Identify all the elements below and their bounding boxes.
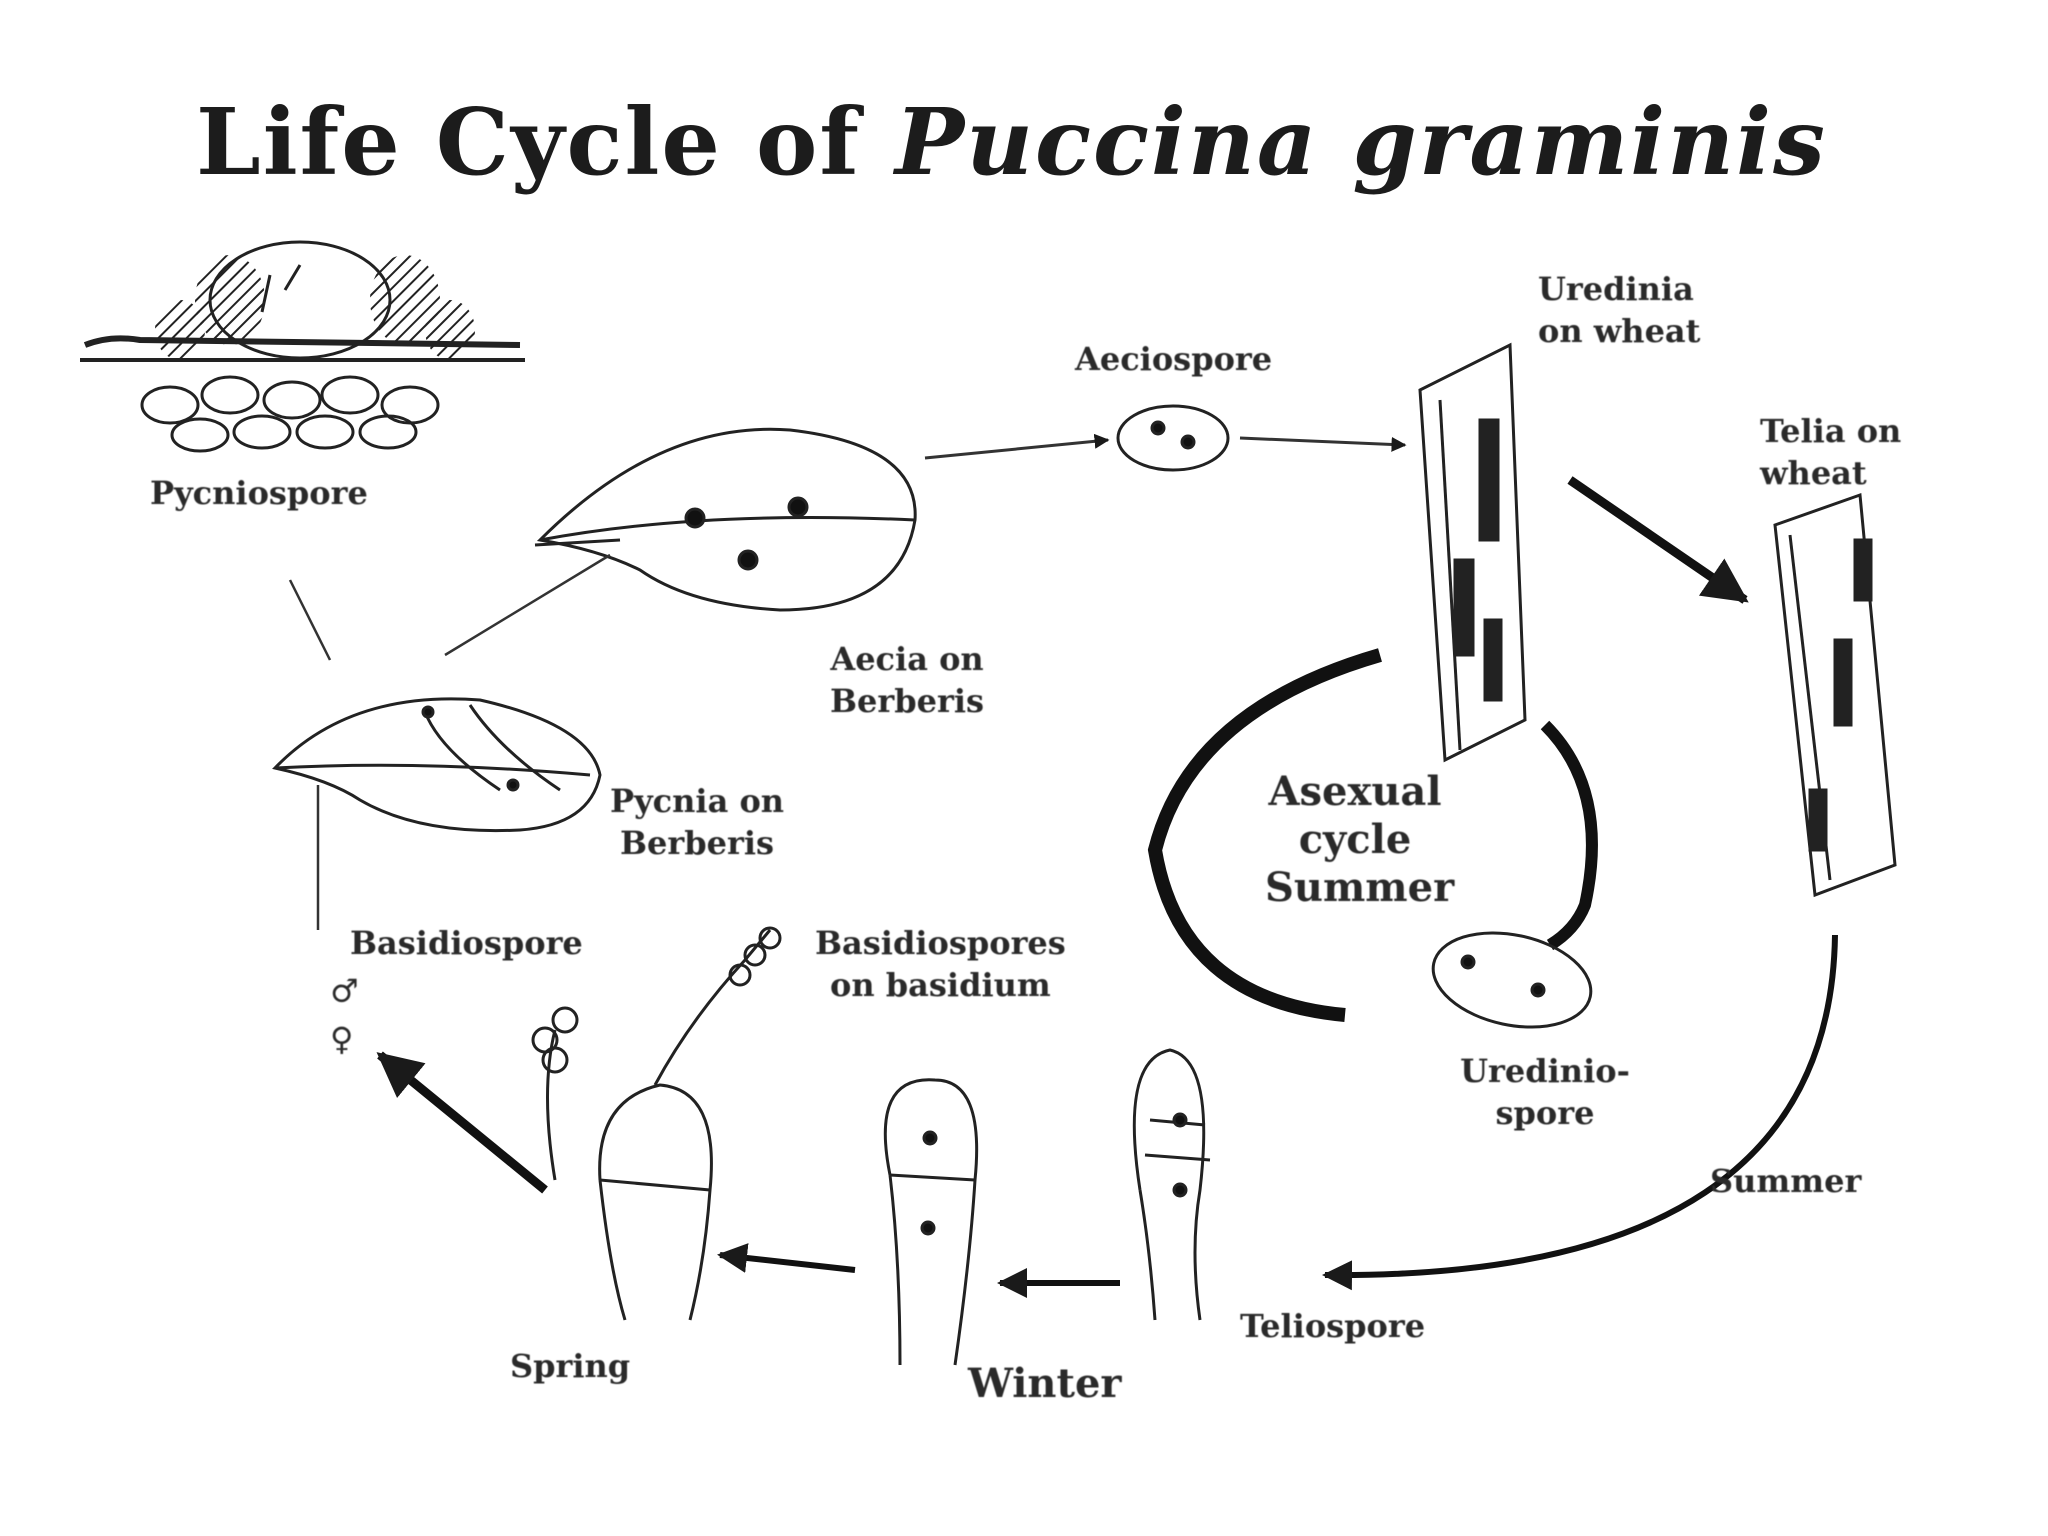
label-telia-line1: Telia on bbox=[1760, 412, 1902, 450]
label-pycnia-line2: Berberis bbox=[620, 824, 775, 862]
label-pycniospore: Pycniospore bbox=[150, 474, 368, 512]
winter-spore-illustration bbox=[883, 1078, 979, 1366]
label-basidiospores-on-basidium: Basidiospores on basidium bbox=[815, 922, 1066, 1006]
summer-arc bbox=[1322, 934, 1838, 1291]
label-basidiospores-line1: Basidiospores bbox=[815, 924, 1066, 962]
label-uredinia-line1: Uredinia bbox=[1538, 270, 1694, 308]
urediniospore-illustration bbox=[1431, 931, 1593, 1029]
label-asexual-line3: Summer bbox=[1265, 864, 1455, 911]
label-uredinia-line2: on wheat bbox=[1538, 312, 1701, 350]
label-telia-line2: wheat bbox=[1760, 454, 1867, 492]
label-pycnia-on-berberis: Pycnia on Berberis bbox=[610, 780, 784, 864]
label-female-symbol: ♀ bbox=[330, 1020, 354, 1058]
label-aeciospore: Aeciospore bbox=[1075, 340, 1273, 378]
label-pycnia-line1: Pycnia on bbox=[610, 782, 785, 820]
label-basidiospore: Basidiospore bbox=[350, 924, 583, 962]
label-male-symbol: ♂ bbox=[330, 972, 359, 1010]
spring-spore-illustration bbox=[531, 926, 782, 1321]
label-uredinia-on-wheat: Uredinia on wheat bbox=[1538, 268, 1700, 352]
pycnium-section-illustration bbox=[80, 240, 525, 453]
label-asexual-cycle: Asexual cycle Summer bbox=[1265, 768, 1455, 912]
label-asexual-line1: Asexual bbox=[1268, 768, 1442, 815]
aeciospore-illustration bbox=[1116, 404, 1230, 472]
label-telia-on-wheat: Telia on wheat bbox=[1760, 410, 1901, 494]
label-winter: Winter bbox=[968, 1360, 1122, 1407]
uredinia-wheat-stem bbox=[1418, 342, 1527, 763]
label-urediniospore-line1: Urediniо- bbox=[1460, 1052, 1630, 1090]
label-aecia-line2: Berberis bbox=[830, 682, 985, 720]
telia-wheat-stem bbox=[1773, 492, 1897, 898]
asexual-cycle-arc bbox=[1147, 648, 1382, 1022]
label-urediniospore-line2: spore bbox=[1495, 1094, 1595, 1132]
asexual-cycle-arc-right bbox=[1540, 720, 1598, 951]
label-spring: Spring bbox=[510, 1347, 631, 1385]
label-teliospore: Teliospore bbox=[1240, 1307, 1426, 1345]
label-basidiospores-line2: on basidium bbox=[830, 966, 1051, 1004]
label-summer: Summer bbox=[1710, 1162, 1862, 1200]
label-aecia-on-berberis: Aecia on Berberis bbox=[830, 638, 984, 722]
diagram-title: Life Cycle of Puccina graminis bbox=[196, 88, 1827, 196]
teliospore-illustration bbox=[1132, 1048, 1211, 1321]
label-aecia-line1: Aecia on bbox=[830, 640, 984, 678]
pycnia-leaf-illustration bbox=[272, 697, 602, 833]
label-urediniospore: Urediniо- spore bbox=[1430, 1050, 1660, 1134]
aecia-leaf-illustration bbox=[534, 427, 917, 612]
label-asexual-line2: cycle bbox=[1298, 816, 1412, 863]
